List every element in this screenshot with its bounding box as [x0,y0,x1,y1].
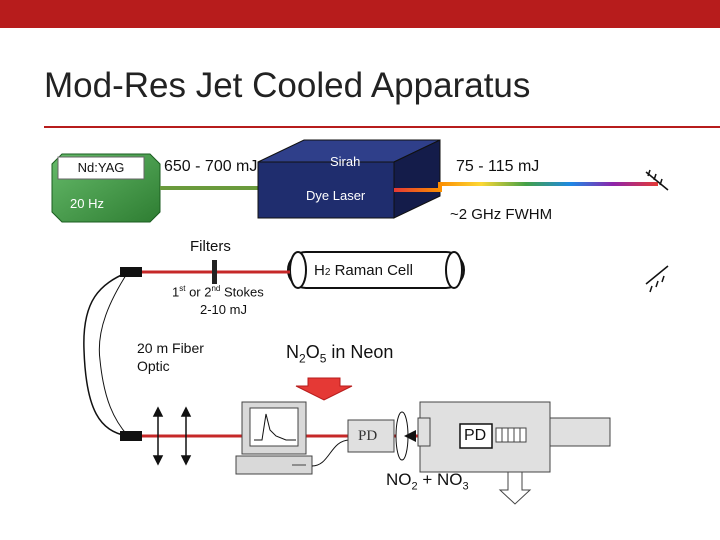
gas-flow-arrow-icon [295,377,353,401]
dye-output-energy: 75 - 115 mJ [456,158,540,175]
sample-label: N2O5 in Neon [286,342,393,366]
linewidth: ~2 GHz FWHM [450,206,553,223]
stokes-tail: Stokes [220,284,264,300]
chamber-arm-right [549,417,611,447]
products-no2: NO [386,470,412,489]
fiber-optic [83,271,129,437]
products-label: NO2 + NO3 [386,470,469,492]
nd-yag-label: Nd:YAG [77,160,125,175]
signal-cable [311,439,351,467]
products-plus-no3: + NO [417,470,463,489]
fiber-label-line1: 20 m Fiber [137,340,204,356]
fiber-label-line2: Optic [137,358,170,374]
chamber-arm-left [417,417,431,447]
stokes-or: or 2 [185,284,212,300]
lens-icon [152,406,164,466]
title-underline [44,126,720,128]
sample-n-sub: 2 [299,351,306,366]
raman-cell-window-left [289,251,307,289]
raman-cell-label: H2 Raman Cell [314,262,413,279]
mirror-icon [645,265,669,293]
valve-grid [501,428,521,442]
sample-n: N [286,342,299,362]
mirror-icon [645,169,669,191]
slide-title: Mod-Res Jet Cooled Apparatus [44,66,531,105]
stokes-energy: 2-10 mJ [200,302,247,317]
photodiode-left-label: PD [358,428,378,444]
beam-arrow-head [404,430,416,442]
photodiode-left-box [347,419,395,453]
lens-icon [180,406,192,466]
filter [212,260,217,284]
fiber-output-coupler [120,431,142,441]
top-accent-bar [0,0,720,28]
photodiode-right-label: PD [464,427,487,444]
pulsed-valve [495,427,527,443]
stokes-1: 1 [172,284,180,300]
raman-cell-sub: 2 [324,267,331,278]
raman-cell-h: H [314,262,325,279]
products-no2-sub: 2 [411,480,418,493]
raman-cell-suffix: Raman Cell [330,262,413,279]
stokes-1-sup: st [179,284,186,293]
fiber-optic-coil [98,271,129,437]
products-no3-sub: 3 [462,480,469,493]
filters-label: Filters [190,238,231,255]
fiber-input-coupler [120,267,142,277]
sample-o: O [305,342,320,362]
stokes-label: 1st or 2nd Stokes [172,284,264,299]
nd-yag-label-box [57,156,145,180]
dye-laser-front-label: Dye Laser [306,188,366,203]
computer-icon [235,401,313,475]
pump-energy: 650 - 700 mJ [164,158,258,175]
oscilloscope-trace-icon [254,413,296,441]
photodiode-right-box [459,423,493,449]
nd-yag-rate: 20 Hz [70,196,104,211]
sample-tail: in Neon [326,342,394,362]
sample-o-sub: 5 [319,351,327,366]
stokes-2-sup: nd [211,284,221,293]
vacuum-pump-arrow-icon [498,471,532,505]
dye-output-beam [394,182,658,192]
raman-cell-window-right [445,251,463,289]
dye-laser-top-label: Sirah [330,154,361,169]
